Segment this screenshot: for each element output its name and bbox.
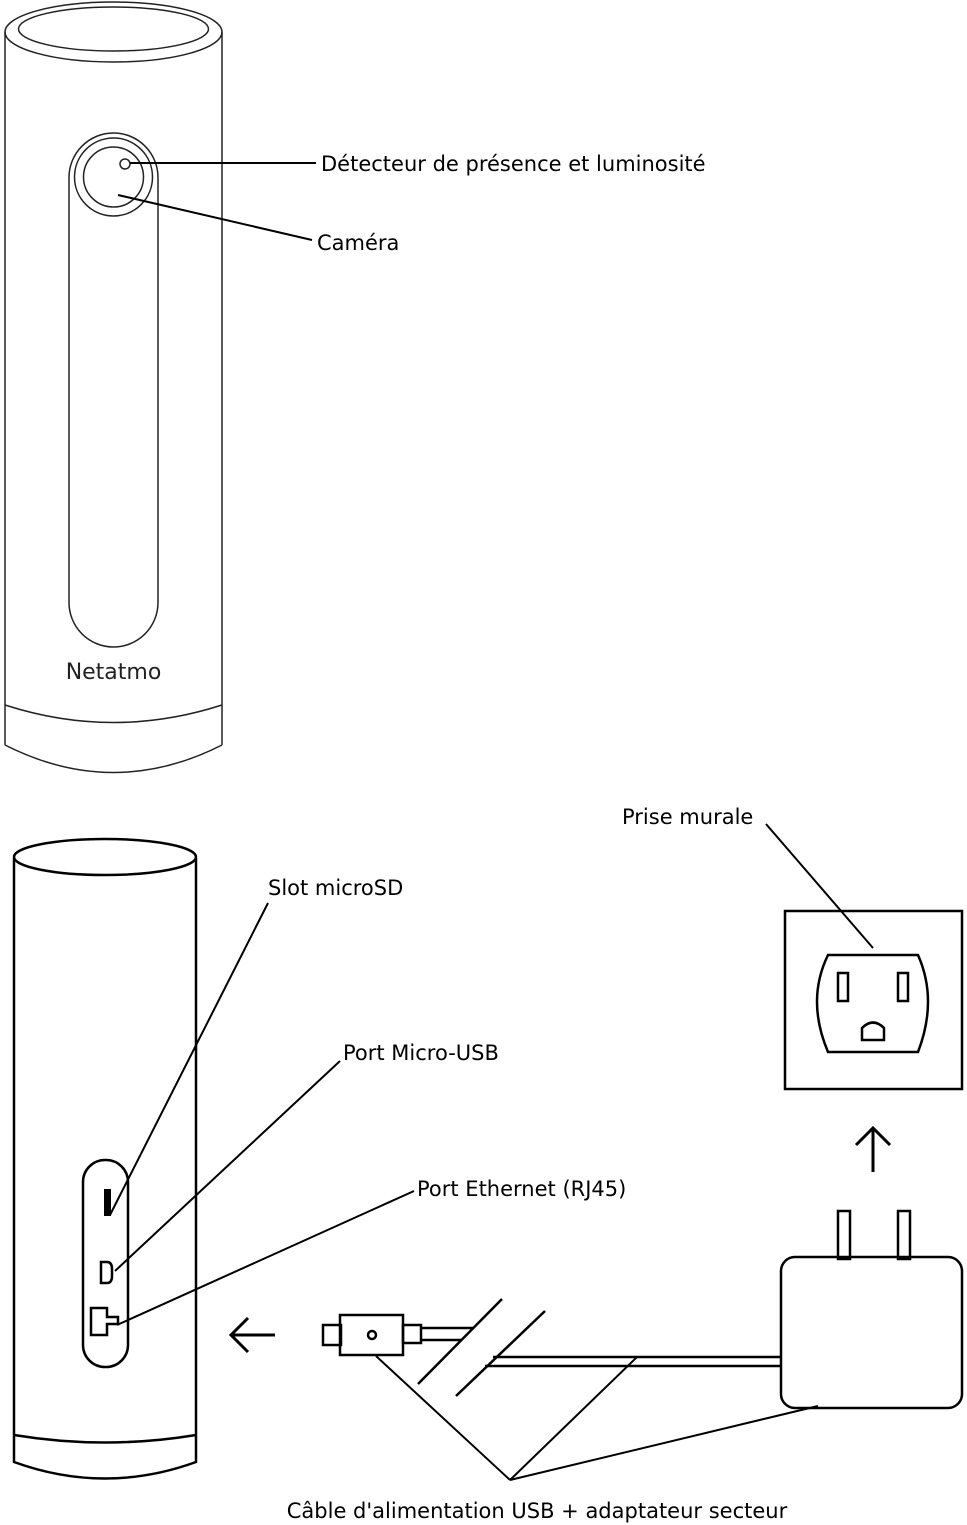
cable-leader-plug (375, 1355, 511, 1481)
cable-leader-adapter (509, 1405, 819, 1481)
sensor-label: Détecteur de présence et luminosité (321, 152, 706, 176)
cable-leader-wire (509, 1356, 638, 1481)
microsd-leader (109, 902, 269, 1216)
micro-usb-port-icon (99, 1260, 114, 1285)
microsd-label: Slot microSD (268, 876, 403, 900)
micro-usb-leader (114, 1060, 341, 1272)
power-cable (417, 1298, 781, 1397)
netatmo-logo: Netatmo (66, 660, 162, 685)
front-camera-body (4, 1, 223, 774)
arrow-left-icon (228, 1316, 275, 1354)
usb-plug-icon (321, 1313, 423, 1357)
power-cable-label: Câble d'alimentation USB + adaptateur se… (287, 1499, 788, 1523)
micro-usb-label: Port Micro-USB (343, 1041, 499, 1065)
rj45-port-icon (89, 1306, 120, 1337)
power-adapter-icon (779, 1209, 964, 1410)
wall-outlet-leader (765, 823, 874, 949)
camera-label: Caméra (317, 231, 399, 255)
arrow-up-icon (854, 1125, 892, 1172)
camera-leader (117, 194, 313, 241)
ethernet-label: Port Ethernet (RJ45) (417, 1177, 626, 1201)
wall-outlet-icon (783, 909, 964, 1091)
microsd-slot-icon (104, 1189, 111, 1216)
wall-outlet-label: Prise murale (622, 805, 753, 829)
side-camera-body (12, 837, 198, 1480)
ethernet-leader (116, 1190, 415, 1326)
